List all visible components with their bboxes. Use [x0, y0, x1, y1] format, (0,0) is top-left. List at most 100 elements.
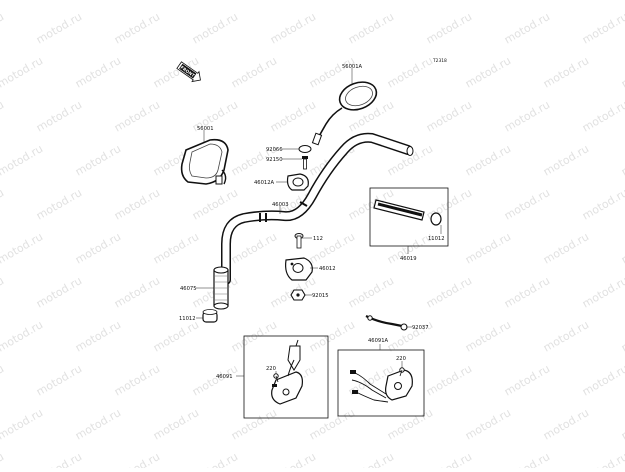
grip-left-46075: [213, 266, 229, 310]
watermark-text: motod.ru: [463, 318, 513, 354]
watermark-text: motod.ru: [541, 142, 591, 178]
watermark-text: motod.ru: [619, 54, 625, 90]
watermark-text: motod.ru: [619, 406, 625, 442]
watermark-text: motod.ru: [463, 0, 513, 3]
watermark-text: motod.ru: [424, 274, 474, 310]
leader-lines: [196, 68, 442, 377]
watermark-text: motod.ru: [112, 186, 162, 222]
watermark-text: motod.ru: [502, 10, 552, 46]
label-switch-left: 46091: [216, 374, 233, 380]
label-grip-end-left: 11012: [179, 316, 196, 322]
watermark-text: motod.ru: [424, 10, 474, 46]
label-screw-right: 220: [396, 356, 406, 362]
part-labels: 56001A 56001 92066 92150 46012A 46003 11…: [179, 64, 445, 380]
watermark-text: motod.ru: [619, 318, 625, 354]
label-screw-left: 220: [266, 366, 276, 372]
watermark-text: motod.ru: [0, 186, 6, 222]
grip-end-left-11012: [202, 309, 218, 323]
watermark-text: motod.ru: [580, 10, 625, 46]
watermark-text: motod.ru: [112, 98, 162, 134]
watermark-text: motod.ru: [541, 230, 591, 266]
watermark-text: motod.ru: [229, 0, 279, 3]
watermark-text: motod.ru: [190, 362, 240, 398]
watermark-text: motod.ru: [346, 450, 396, 468]
switch-left-box-46091: [243, 335, 329, 419]
watermark-text: motod.ru: [73, 406, 123, 442]
label-nut-92015: 92015: [312, 293, 329, 299]
throttle-grip-box-46019: [369, 187, 449, 247]
watermark-text: motod.ru: [619, 142, 625, 178]
watermark-text: motod.ru: [0, 10, 6, 46]
watermark-text: motod.ru: [34, 450, 84, 468]
watermark-text: motod.ru: [463, 54, 513, 90]
watermark-text: motod.ru: [268, 10, 318, 46]
watermark-text: motod.ru: [190, 186, 240, 222]
watermark-text: motod.ru: [34, 98, 84, 134]
switch-right-box-46091a: [337, 349, 425, 417]
watermark-text: motod.ru: [580, 186, 625, 222]
watermark-text: motod.ru: [307, 0, 357, 3]
watermark-text: motod.ru: [73, 318, 123, 354]
label-92066: 92066: [266, 147, 283, 153]
watermark-text: motod.ru: [112, 10, 162, 46]
watermark-text: motod.ru: [190, 450, 240, 468]
label-throttle-grip: 46019: [400, 256, 417, 262]
watermark-text: motod.ru: [502, 186, 552, 222]
watermark-text: motod.ru: [229, 230, 279, 266]
watermark-text: motod.ru: [73, 230, 123, 266]
watermark-text: motod.ru: [580, 362, 625, 398]
label-grip-left: 46075: [180, 286, 197, 292]
watermark-text: motod.ru: [0, 362, 6, 398]
watermark-text: motod.ru: [385, 406, 435, 442]
watermark-text: motod.ru: [580, 274, 625, 310]
watermark-text: motod.ru: [0, 230, 45, 266]
watermark-text: motod.ru: [112, 274, 162, 310]
watermark-text: motod.ru: [619, 0, 625, 3]
watermark-text: motod.ru: [34, 274, 84, 310]
watermark-text: motod.ru: [541, 406, 591, 442]
watermark-text: motod.ru: [34, 362, 84, 398]
label-92150: 92150: [266, 157, 283, 163]
watermark-text: motod.ru: [502, 450, 552, 468]
watermark-text: motod.ru: [151, 0, 201, 3]
watermark-text: motod.ru: [0, 54, 45, 90]
watermark-text: motod.ru: [580, 98, 625, 134]
watermark-text: motod.ru: [73, 54, 123, 90]
watermark-text: motod.ru: [151, 230, 201, 266]
watermark-text: motod.ru: [34, 10, 84, 46]
watermark-text: motod.ru: [463, 406, 513, 442]
watermark-text: motod.ru: [268, 98, 318, 134]
watermark-text: motod.ru: [112, 362, 162, 398]
watermark-text: motod.ru: [34, 186, 84, 222]
drawing-id: T2318: [432, 58, 447, 64]
label-mirror-left: 56001: [197, 126, 214, 132]
watermark-text: motod.ru: [307, 406, 357, 442]
watermark-text: motod.ru: [73, 0, 123, 3]
watermark-text: motod.ru: [0, 318, 45, 354]
watermark-text: motod.ru: [151, 318, 201, 354]
watermark-text: motod.ru: [541, 318, 591, 354]
watermark-text: motod.ru: [0, 142, 45, 178]
watermark-text: motod.ru: [190, 10, 240, 46]
watermark-text: motod.ru: [619, 230, 625, 266]
label-clamp-92037: 92037: [412, 325, 429, 331]
washer-92066: [298, 145, 312, 153]
watermark-text: motod.ru: [346, 10, 396, 46]
watermark-text: motod.ru: [0, 450, 6, 468]
holder-upper-46012a: [286, 173, 309, 191]
label-bolt-112: 112: [313, 236, 323, 242]
nut-92015: [290, 289, 306, 301]
watermark-text: motod.ru: [580, 450, 625, 468]
holder-lower-46012: [285, 257, 313, 281]
watermark-text: motod.ru: [424, 362, 474, 398]
handlebar-46003: [221, 132, 414, 285]
watermark-text: motod.ru: [463, 230, 513, 266]
watermark-text: motod.ru: [151, 406, 201, 442]
label-switch-right: 46091A: [368, 338, 389, 344]
watermark-text: motod.ru: [0, 406, 45, 442]
watermark-text: motod.ru: [229, 54, 279, 90]
watermark-text: motod.ru: [541, 54, 591, 90]
watermark-text: motod.ru: [463, 142, 513, 178]
